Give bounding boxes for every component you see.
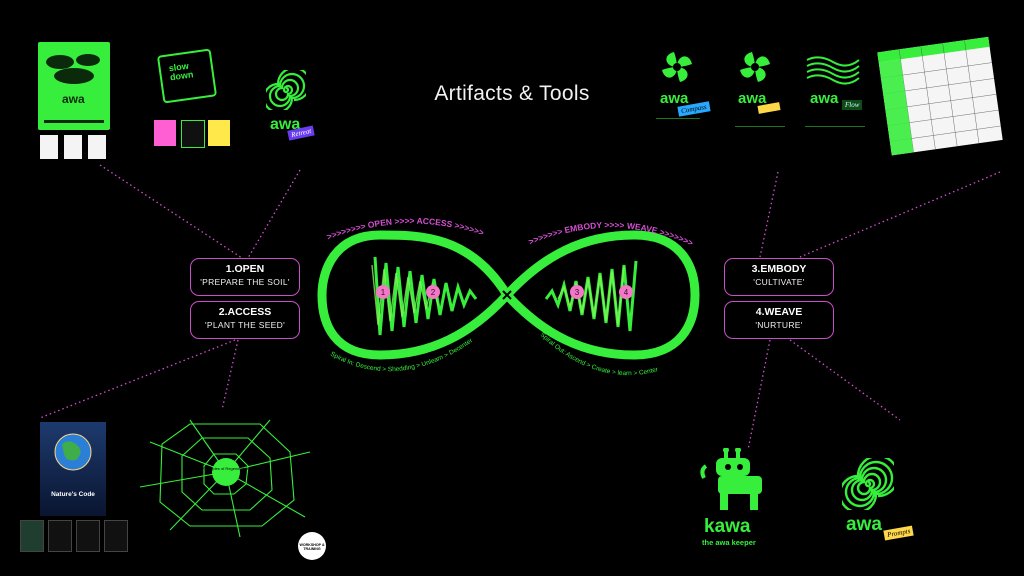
marker-4: 4: [619, 285, 633, 299]
kawa-dog-icon: [700, 448, 762, 510]
book-page-thumbnail[interactable]: [104, 520, 128, 552]
flow-waves-icon: [806, 56, 860, 85]
left-spiral-zigzag: [371, 264, 439, 326]
stage-access[interactable]: 2.ACCESS 'PLANT THE SEED': [190, 301, 300, 339]
flower-logo-icon: [740, 52, 770, 82]
document-page-thumbnail[interactable]: [40, 135, 58, 159]
document-page-thumbnail[interactable]: [88, 135, 106, 159]
right-spiral-zigzag: [557, 266, 625, 326]
marker-2: 2: [426, 285, 440, 299]
stage-name: 3.EMBODY: [751, 263, 807, 275]
slow-down-text: slow down: [168, 60, 194, 83]
stage-weave[interactable]: 4.WEAVE 'NURTURE': [724, 301, 834, 339]
book-page-thumbnail[interactable]: [20, 520, 44, 552]
earth-icon: [54, 433, 92, 471]
flow-description-text: [805, 126, 865, 137]
marker-1: 1: [376, 285, 390, 299]
kawa-word: kawa: [704, 516, 751, 537]
page-title: Artifacts & Tools: [434, 82, 590, 105]
slow-down-card-stack[interactable]: slow down: [156, 48, 218, 104]
poster-awa-word: awa: [62, 92, 85, 106]
prompt-card-dark[interactable]: [181, 120, 205, 148]
connector-line: [39, 339, 236, 419]
compass-description-text: [735, 126, 785, 141]
connector-line: [99, 164, 243, 259]
principles-web-diagram: Principles of Regeneration: [139, 419, 311, 538]
awa-compass-word: awa: [738, 90, 767, 107]
svg-text:2: 2: [431, 288, 436, 297]
connector-line: [799, 171, 1001, 258]
workshop-badge[interactable]: WORKSHOP & TRAINING: [298, 532, 326, 560]
svg-text:1: 1: [381, 288, 386, 297]
stage-subtitle: 'NURTURE': [755, 320, 803, 330]
compass-description-text: [656, 118, 700, 149]
connector-line: [221, 339, 239, 411]
cloud-illustration-icon: [44, 54, 104, 123]
infinity-loop-diagram: 1 2 3 4 >>>>>>>> OPEN >>>> ACCESS >>>>>>…: [317, 216, 700, 377]
book-title: Nature's Code: [51, 491, 95, 498]
svg-text:4: 4: [624, 288, 629, 297]
spiral-logo-icon: [266, 70, 306, 110]
stage-name: 1.OPEN: [225, 263, 265, 275]
svg-text:3: 3: [575, 288, 580, 297]
prompt-card-pink[interactable]: [154, 120, 176, 146]
stage-name: 4.WEAVE: [755, 306, 803, 318]
flower-logo-icon: [662, 52, 692, 82]
stage-subtitle: 'PREPARE THE SOIL': [200, 277, 290, 287]
center-cross-icon: [502, 290, 512, 300]
natures-code-book-cover[interactable]: Nature's Code: [40, 422, 106, 516]
stage-subtitle: 'CULTIVATE': [753, 277, 805, 287]
stage-open[interactable]: 1.OPEN 'PREPARE THE SOIL': [190, 258, 300, 296]
web-center-label: Principles of Regeneration: [203, 466, 250, 471]
flow-tag: Flow: [842, 100, 863, 110]
marker-3: 3: [570, 285, 584, 299]
book-page-thumbnail[interactable]: [76, 520, 100, 552]
connector-line: [759, 171, 779, 258]
connector-line: [747, 339, 771, 451]
awa-flow-word: awa: [810, 90, 839, 107]
framework-table-thumbnail[interactable]: [876, 34, 1006, 158]
stage-embody[interactable]: 3.EMBODY 'CULTIVATE': [724, 258, 834, 296]
left-spiral-zigzag: [373, 256, 478, 336]
workshop-badge-label: WORKSHOP & TRAINING: [299, 543, 325, 551]
prompt-card-yellow[interactable]: [208, 120, 230, 146]
connector-line: [789, 339, 901, 421]
awa-prompts-word: awa: [846, 514, 882, 535]
document-page-thumbnail[interactable]: [64, 135, 82, 159]
kawa-tagline: the awa keeper: [702, 538, 756, 547]
spiral-logo-icon: [842, 458, 894, 510]
book-page-thumbnail[interactable]: [48, 520, 72, 552]
stage-subtitle: 'PLANT THE SEED': [204, 320, 285, 330]
awa-compass-word: awa: [660, 90, 689, 107]
connector-line: [247, 169, 301, 259]
awa-poster-thumbnail[interactable]: awa: [38, 42, 110, 130]
stage-name: 2.ACCESS: [218, 306, 272, 318]
